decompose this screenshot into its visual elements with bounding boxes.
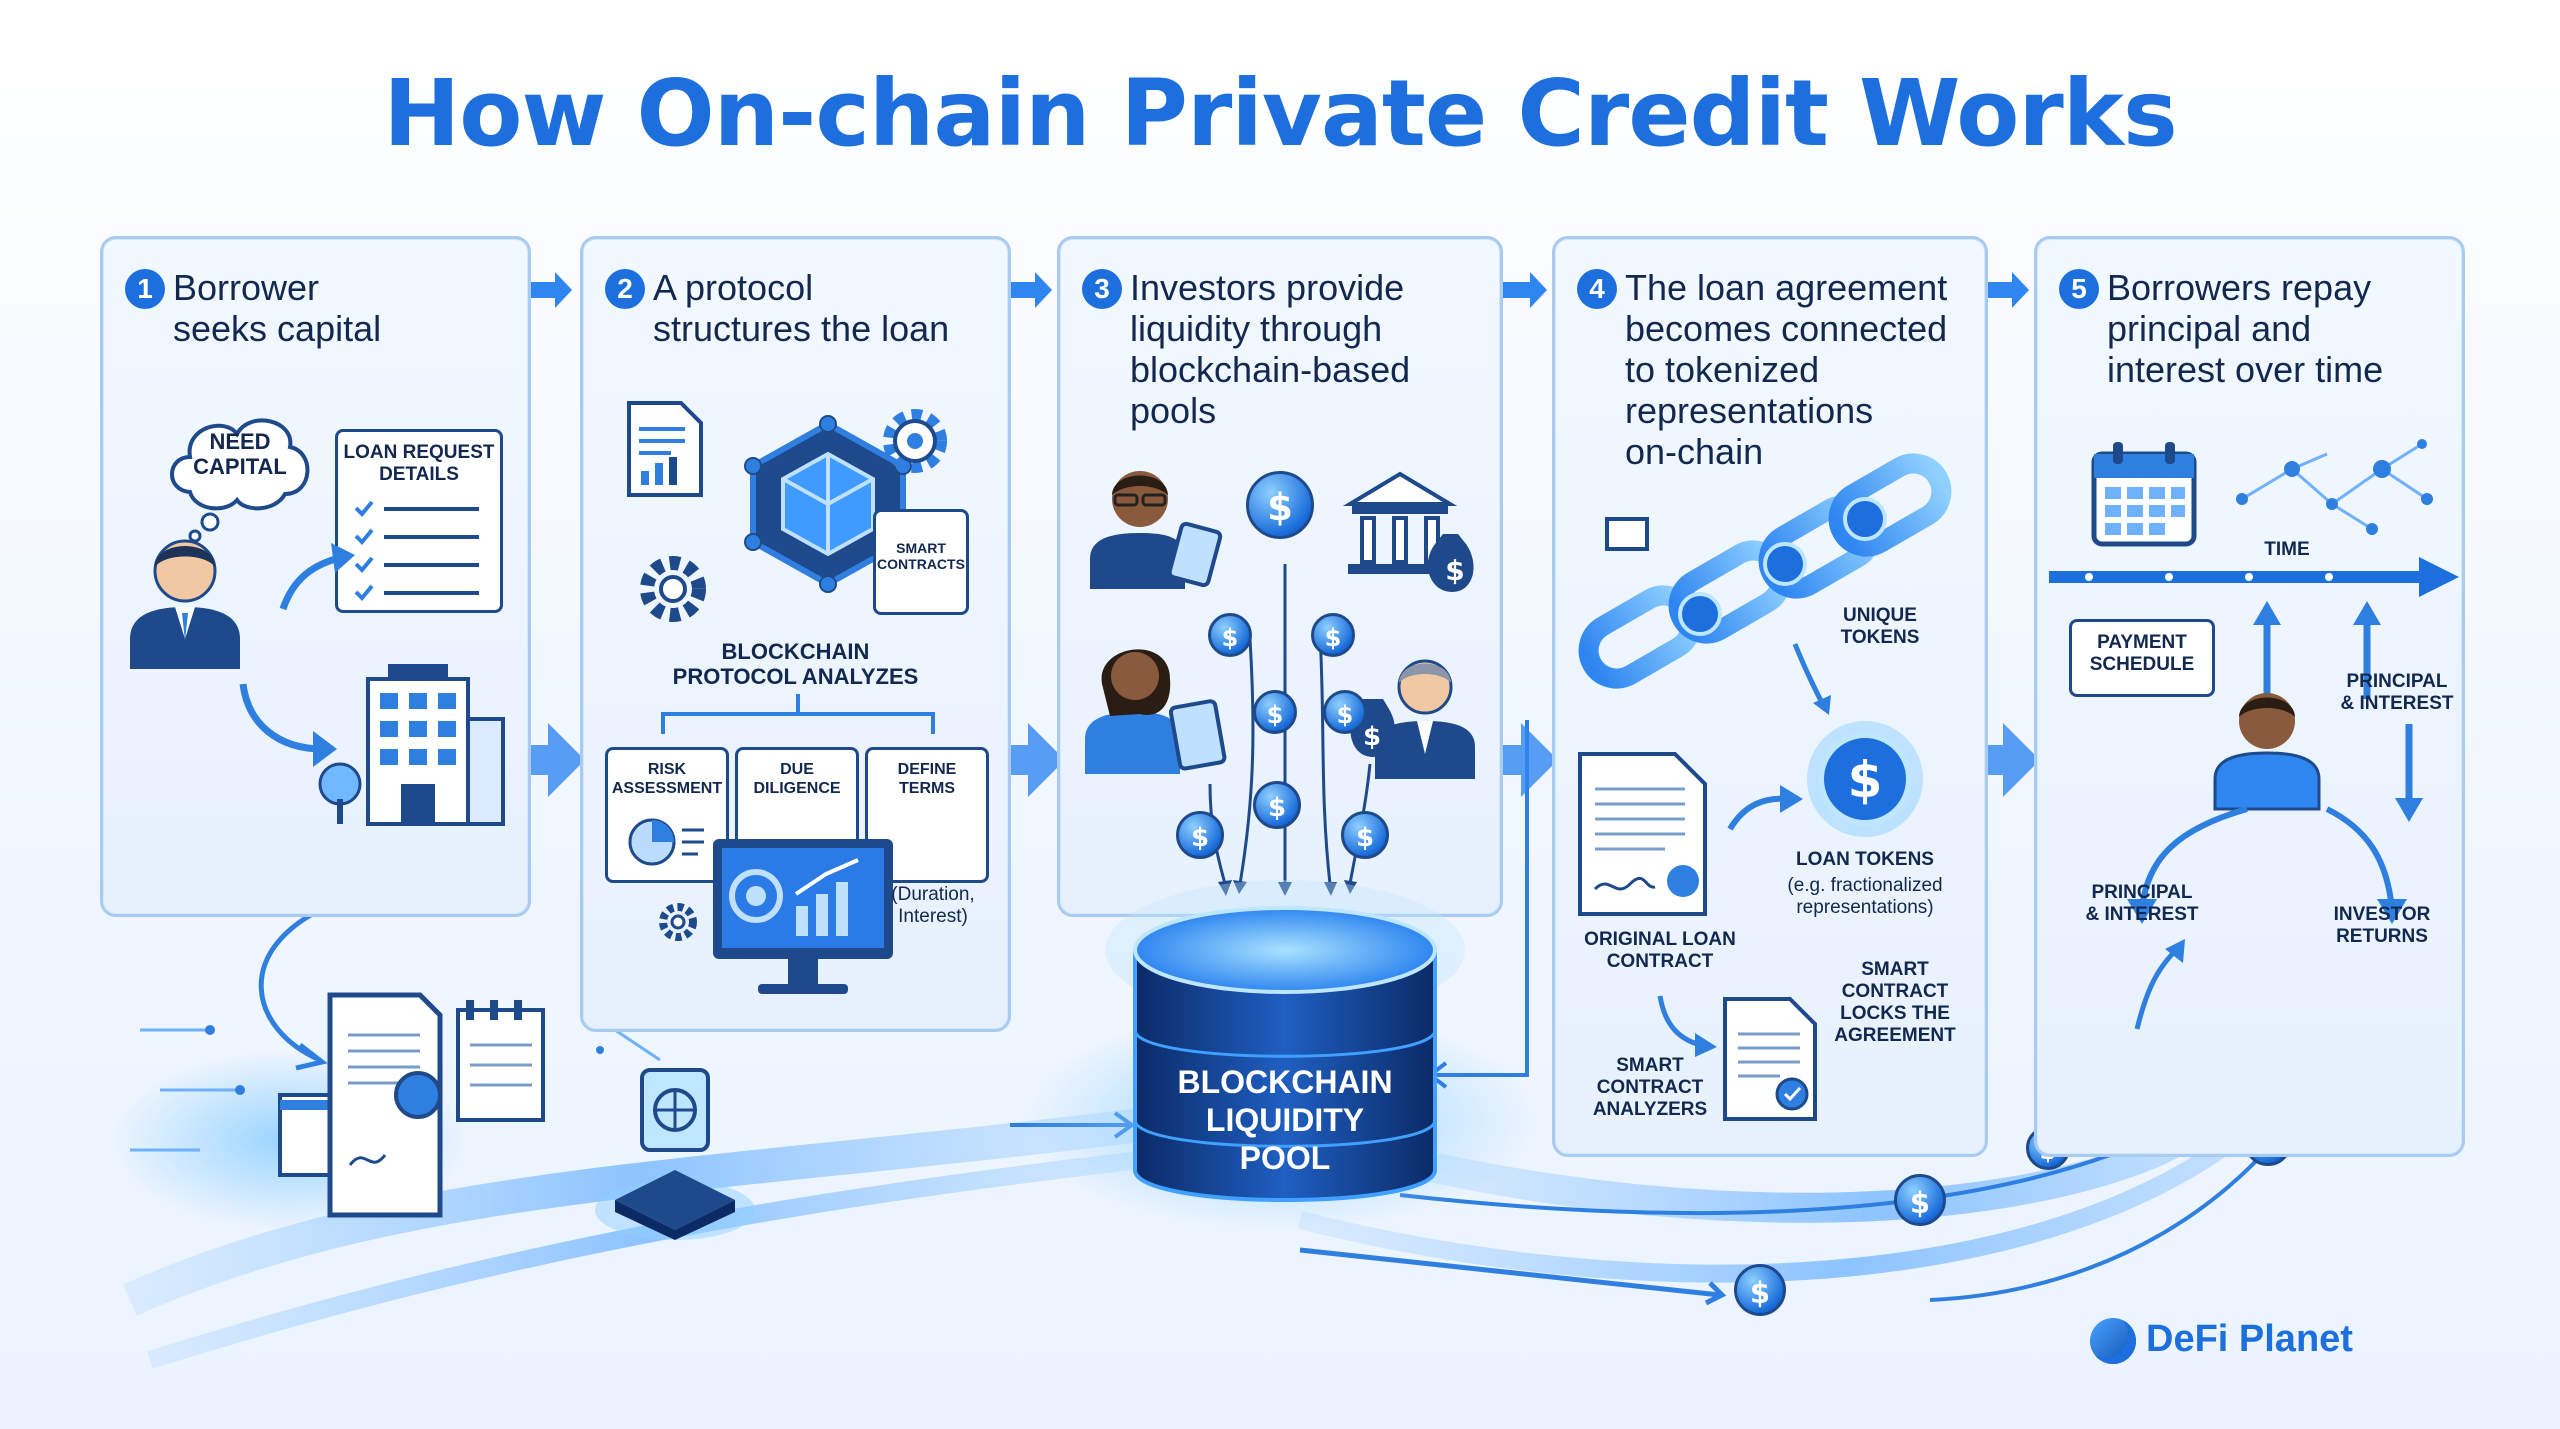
unique-tokens-label: UNIQUE TOKENS	[1840, 605, 1920, 648]
dollar-coin-icon: $	[1311, 613, 1355, 657]
arrow-down-to-token	[1792, 643, 1831, 715]
loan-request-form: LOAN REQUEST DETAILS	[335, 429, 503, 613]
step-3-heading: 3 Investors provide liquidity through bl…	[1082, 267, 1486, 431]
dollar-coin-icon: $	[1253, 781, 1301, 829]
loan-token-symbol: $	[1848, 751, 1883, 809]
smart-contract-locks-label: SMART CONTRACT LOCKS THE AGREEMENT	[1834, 959, 1956, 1046]
investor-woman-icon	[1085, 649, 1227, 774]
investor-tablet-icon	[1090, 471, 1223, 589]
loan-tokens-note: (e.g. fractionalized representations)	[1787, 875, 1943, 918]
liquidity-pool-cylinder	[1105, 880, 1465, 1202]
original-contract-icon	[1578, 752, 1707, 916]
payment-schedule-box: PAYMENT SCHEDULE	[2069, 619, 2215, 697]
small-gear-icon	[659, 903, 697, 941]
checklist-icon	[354, 500, 479, 601]
payment-schedule-label: PAYMENT SCHEDULE	[2089, 632, 2195, 675]
dollar-coin-icon: $	[1894, 1174, 1946, 1226]
down-arrow-icon	[2395, 724, 2423, 822]
smart-contracts-label: SMART CONTRACTS	[877, 540, 965, 572]
principal-interest-left: PRINCIPAL & INTEREST	[2085, 882, 2199, 925]
risk-assessment-card: RISK ASSESSMENT	[605, 747, 729, 883]
dollar-coin-icon: $	[1176, 811, 1224, 859]
step-3-number: 3	[1082, 269, 1122, 309]
step-4-panel: 4 The loan agreement becomes connected t…	[1552, 236, 1988, 1157]
loan-request-title: LOAN REQUEST DETAILS	[343, 442, 495, 485]
calendar-icon	[2091, 442, 2197, 547]
liquidity-pool-label: BLOCKCHAIN LIQUIDITY POOL	[1177, 1064, 1393, 1176]
locked-contract-icon	[1723, 997, 1817, 1121]
terms-label: DEFINE TERMS	[897, 761, 957, 797]
planet-logo-icon	[2090, 1318, 2136, 1364]
step-2-heading: 2 A protocol structures the loan	[605, 267, 994, 349]
investor-returns-label: INVESTOR RETURNS	[2333, 904, 2431, 947]
step-1-text: Borrower seeks capital	[173, 267, 382, 349]
dollar-coin-icon: $	[1208, 613, 1252, 657]
terms-note: (Duration, Interest)	[891, 884, 975, 927]
borrower-person-icon	[130, 539, 240, 669]
up-arrows-icon	[2253, 601, 2381, 699]
dollar-coin-icon: $	[1341, 811, 1389, 859]
bank-icon: $	[1342, 471, 1474, 592]
loan-tokens-label: LOAN TOKENS	[1796, 849, 1934, 870]
network-nodes-icon	[2236, 439, 2433, 535]
step-5-text: Borrowers repay principal and interest o…	[2107, 267, 2384, 390]
risk-label: RISK ASSESSMENT	[611, 761, 723, 797]
step-4-heading: 4 The loan agreement becomes connected t…	[1577, 267, 1971, 472]
chain-links-icon	[1578, 453, 1952, 689]
page-title: How On-chain Private Credit Works	[383, 60, 2177, 167]
dollar-coin-icon: $	[1734, 1264, 1786, 1316]
loan-token-coin-icon: $	[1807, 721, 1923, 837]
arrow-to-token	[1727, 785, 1803, 831]
brand-name: DeFi Planet	[2146, 1318, 2353, 1361]
time-label: TIME	[2264, 539, 2310, 560]
step-2-number: 2	[605, 269, 645, 309]
brand-logo: DeFi Planet	[2090, 1318, 2353, 1364]
bracket-connector	[661, 694, 935, 734]
step-1-panel: 1 Borrower seeks capital NEED CAPITAL LO…	[100, 236, 531, 917]
arrow-to-form-icon	[279, 543, 355, 611]
original-contract-label: ORIGINAL LOAN CONTRACT	[1584, 929, 1736, 972]
building-icon	[318, 664, 505, 826]
borrower-repay-person-icon	[2213, 693, 2321, 811]
pie-chart-icon	[628, 818, 704, 866]
step-4-number: 4	[1577, 269, 1617, 309]
step-1-heading: 1 Borrower seeks capital	[125, 267, 514, 349]
protocol-analyzes-label: BLOCKCHAIN PROTOCOL ANALYZES	[672, 639, 919, 689]
step-2-text: A protocol structures the loan	[653, 267, 950, 349]
monitor-icon	[713, 839, 893, 994]
thought-bubble-icon	[170, 418, 310, 543]
step-1-number: 1	[125, 269, 165, 309]
timeline-arrow-icon	[2049, 557, 2459, 597]
dollar-coin-icon: $	[1253, 690, 1297, 734]
arrow-to-building-icon	[239, 683, 337, 767]
repayment-curves-icon	[2127, 806, 2407, 1030]
step-3-panel: 3 Investors provide liquidity through bl…	[1057, 236, 1503, 917]
step-5-heading: 5 Borrowers repay principal and interest…	[2059, 267, 2448, 390]
step-5-number: 5	[2059, 269, 2099, 309]
step-3-text: Investors provide liquidity through bloc…	[1130, 267, 1411, 431]
gear-icon	[883, 409, 947, 473]
money-bag-symbol-2: $	[1363, 722, 1381, 752]
step-2-panel: 2 A protocol structures the loan SMART C…	[580, 236, 1011, 1032]
principal-interest-right: PRINCIPAL & INTEREST	[2340, 671, 2454, 714]
step-4-text: The loan agreement becomes connected to …	[1625, 267, 1948, 472]
contract-documents-icon	[278, 992, 545, 1218]
blockchain-server-icon	[595, 1068, 755, 1240]
document-chart-icon	[627, 401, 703, 497]
need-capital-label: NEED CAPITAL	[193, 429, 287, 479]
smart-contracts-doc: SMART CONTRACTS	[873, 509, 969, 615]
dollar-coin-icon: $	[1246, 471, 1314, 539]
money-bag-symbol: $	[1445, 554, 1464, 587]
step-5-panel: 5 Borrowers repay principal and interest…	[2034, 236, 2465, 1157]
arrow-to-analyzers	[1657, 995, 1717, 1057]
smart-contract-analyzers-label: SMART CONTRACT ANALYZERS	[1592, 1055, 1708, 1120]
due-label: DUE DILIGENCE	[753, 761, 841, 797]
gear-large-icon	[640, 556, 706, 622]
dollar-coin-icon: $	[1323, 690, 1367, 734]
